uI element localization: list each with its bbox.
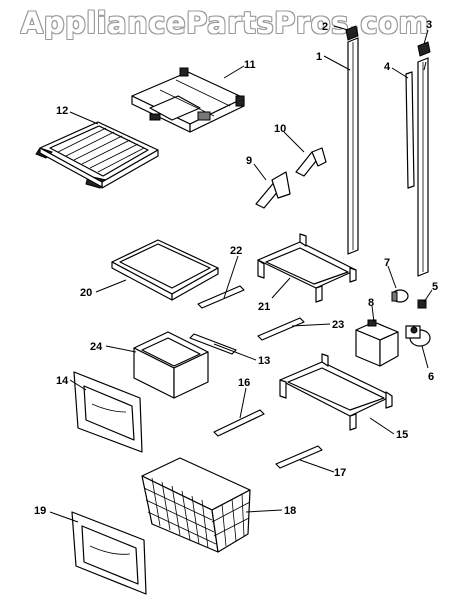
- part-13-rail[interactable]: [189, 333, 237, 355]
- callout-1: 1: [316, 51, 322, 63]
- part-20-deli-shelf[interactable]: [111, 239, 219, 301]
- part-14-drawer-front[interactable]: [73, 371, 143, 453]
- leader-lines: [49, 25, 433, 523]
- callout-13: 13: [258, 355, 270, 367]
- callout-19: 19: [34, 505, 46, 517]
- callout-10: 10: [274, 123, 286, 135]
- part-4-trim-strip[interactable]: [405, 71, 415, 189]
- part-21-slide-frame[interactable]: [257, 233, 357, 303]
- part-15-slide-frame[interactable]: [279, 353, 393, 431]
- part-9-bracket[interactable]: [255, 171, 291, 209]
- callout-18: 18: [284, 505, 296, 517]
- part-10-bracket[interactable]: [295, 147, 327, 177]
- callout-11: 11: [244, 59, 256, 71]
- part-23-rail[interactable]: [257, 317, 305, 341]
- callout-24: 24: [90, 341, 103, 353]
- callout-8: 8: [368, 297, 374, 309]
- part-19-drawer-front[interactable]: [71, 511, 147, 595]
- part-6-light-socket[interactable]: [405, 325, 431, 347]
- part-5-switch[interactable]: [417, 299, 427, 309]
- callout-3: 3: [426, 19, 432, 31]
- callout-23: 23: [332, 319, 344, 331]
- callout-20: 20: [80, 287, 92, 299]
- callout-4: 4: [384, 61, 391, 73]
- part-7-light-bulb[interactable]: [391, 289, 409, 303]
- part-11-shelf-support[interactable]: [131, 67, 245, 133]
- callout-6: 6: [428, 371, 434, 383]
- callout-labels: 1 2 3 4 5 6 7 8 9 10 11 12 13 14 15 16 1…: [34, 19, 438, 517]
- callout-16: 16: [238, 377, 250, 389]
- part-22-rail[interactable]: [197, 285, 245, 309]
- part-2-trim-cap[interactable]: [345, 25, 359, 41]
- callout-9: 9: [246, 155, 252, 167]
- callout-17: 17: [334, 467, 346, 479]
- callout-21: 21: [258, 301, 270, 313]
- part-24-deli-drawer[interactable]: [133, 331, 209, 399]
- part-1-trim-strip[interactable]: [347, 37, 359, 255]
- callout-22: 22: [230, 245, 242, 257]
- part-3-trim-cap[interactable]: [417, 41, 431, 57]
- part-8-control-box[interactable]: [355, 319, 399, 367]
- callout-12: 12: [56, 105, 68, 117]
- callout-7: 7: [384, 257, 390, 269]
- part-17-rail[interactable]: [275, 445, 323, 469]
- callout-15: 15: [396, 429, 408, 441]
- part-16-rail[interactable]: [213, 409, 265, 437]
- part-12-shelf-glass[interactable]: [35, 121, 159, 189]
- part-18-wire-basket[interactable]: [141, 457, 251, 553]
- callout-2: 2: [322, 21, 328, 33]
- callout-14: 14: [56, 375, 69, 387]
- callout-5: 5: [432, 281, 438, 293]
- part-1-trim-strip-right[interactable]: [417, 57, 429, 277]
